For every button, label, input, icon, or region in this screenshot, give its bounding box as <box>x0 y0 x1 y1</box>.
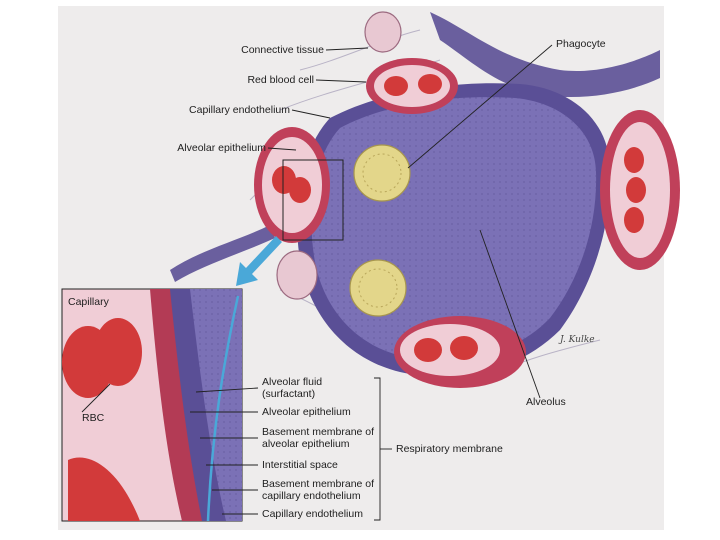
label-alveolar-epithelium-inset: Alveolar epithelium <box>262 406 351 418</box>
label-basement-capillary-line1: Basement membrane of <box>262 478 375 490</box>
label-alveolus: Alveolus <box>526 396 566 408</box>
capillary-top-small <box>364 11 402 53</box>
label-alveolar-epithelium: Alveolar epithelium <box>177 142 266 154</box>
label-basement-alveolar-line2: alveolar epithelium <box>262 438 350 450</box>
capillary-right <box>600 110 680 270</box>
label-connective-tissue: Connective tissue <box>241 44 324 56</box>
label-rbc: RBC <box>82 412 105 424</box>
label-basement-capillary-line2: capillary endothelium <box>262 490 361 502</box>
label-capillary-endothelium-inset: Capillary endothelium <box>262 508 363 520</box>
label-phagocyte: Phagocyte <box>556 38 606 50</box>
label-basement-alveolar-line1: Basement membrane of <box>262 426 375 438</box>
zoom-arrow <box>236 236 282 286</box>
label-interstitial-space: Interstitial space <box>262 459 338 471</box>
illustrator-signature: J. Kulke <box>560 335 595 345</box>
label-respiratory-membrane: Respiratory membrane <box>396 443 503 455</box>
capillary-top <box>366 58 458 114</box>
leader-lines <box>81 44 553 521</box>
inset-panel <box>61 288 243 522</box>
zoom-region-box <box>282 159 344 241</box>
label-alveolar-fluid: Alveolar fluid (surfactant) <box>262 376 322 400</box>
label-basement-capillary: Basement membrane of capillary endotheli… <box>262 478 374 502</box>
capillary-left <box>254 127 330 243</box>
tissue-band-top <box>430 12 660 98</box>
label-alveolar-fluid-line1: Alveolar fluid <box>262 376 323 388</box>
phagocyte-cell-2 <box>349 259 407 317</box>
phagocyte-cell <box>353 144 411 202</box>
label-basement-alveolar: Basement membrane of alveolar epithelium <box>262 426 374 450</box>
label-red-blood-cell: Red blood cell <box>247 74 314 86</box>
tissue-band-left <box>170 225 275 282</box>
capillary-small-left <box>276 250 318 300</box>
label-capillary-endothelium: Capillary endothelium <box>189 104 290 116</box>
capillary-bottom <box>394 316 526 388</box>
label-capillary-inset: Capillary <box>68 296 109 308</box>
label-alveolar-fluid-line2: (surfactant) <box>262 388 316 400</box>
